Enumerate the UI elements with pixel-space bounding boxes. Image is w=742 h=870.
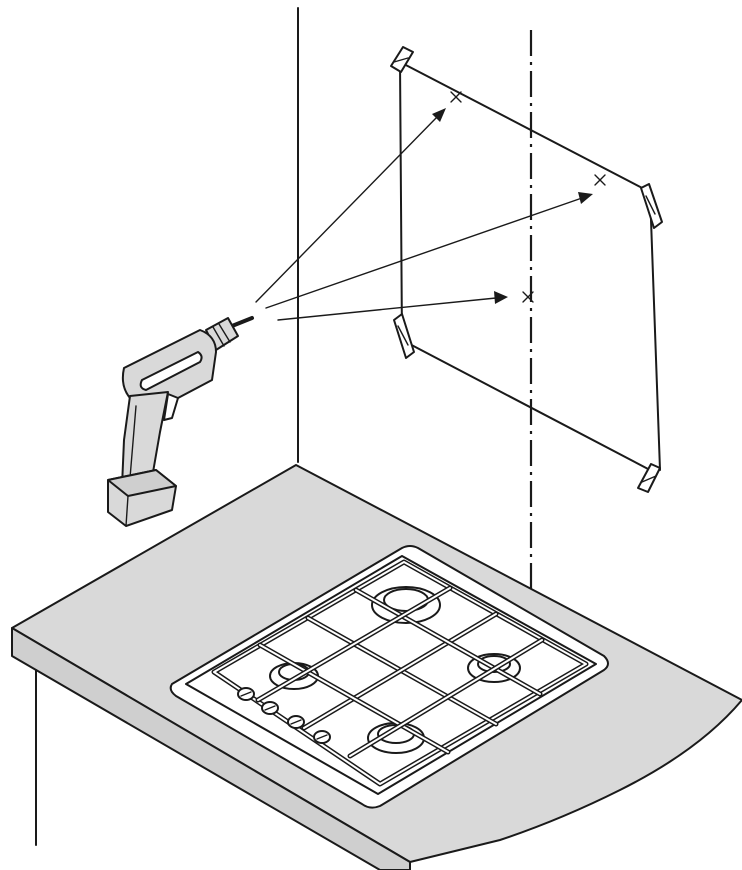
tape-top-right (641, 184, 662, 228)
drill-icon (108, 318, 252, 526)
mounting-template (391, 47, 662, 492)
template-left-bottom-edge (400, 62, 650, 470)
tape-bottom-left (394, 314, 414, 358)
tape-top-left (391, 47, 413, 72)
tape-bottom-right (638, 464, 660, 492)
arrow-line-1 (256, 116, 438, 302)
control-knob-1 (238, 688, 254, 700)
control-knob-4 (314, 731, 330, 743)
arrowhead-3 (494, 291, 508, 304)
control-knob-3 (288, 716, 304, 728)
arrow-line-2 (266, 198, 582, 308)
drill-mark-top (451, 92, 461, 102)
control-knob-2 (262, 702, 278, 714)
arrowhead-2 (578, 192, 593, 204)
drill-direction-arrows (256, 108, 593, 320)
arrow-line-3 (278, 298, 496, 320)
drill-mark-right (595, 175, 605, 185)
